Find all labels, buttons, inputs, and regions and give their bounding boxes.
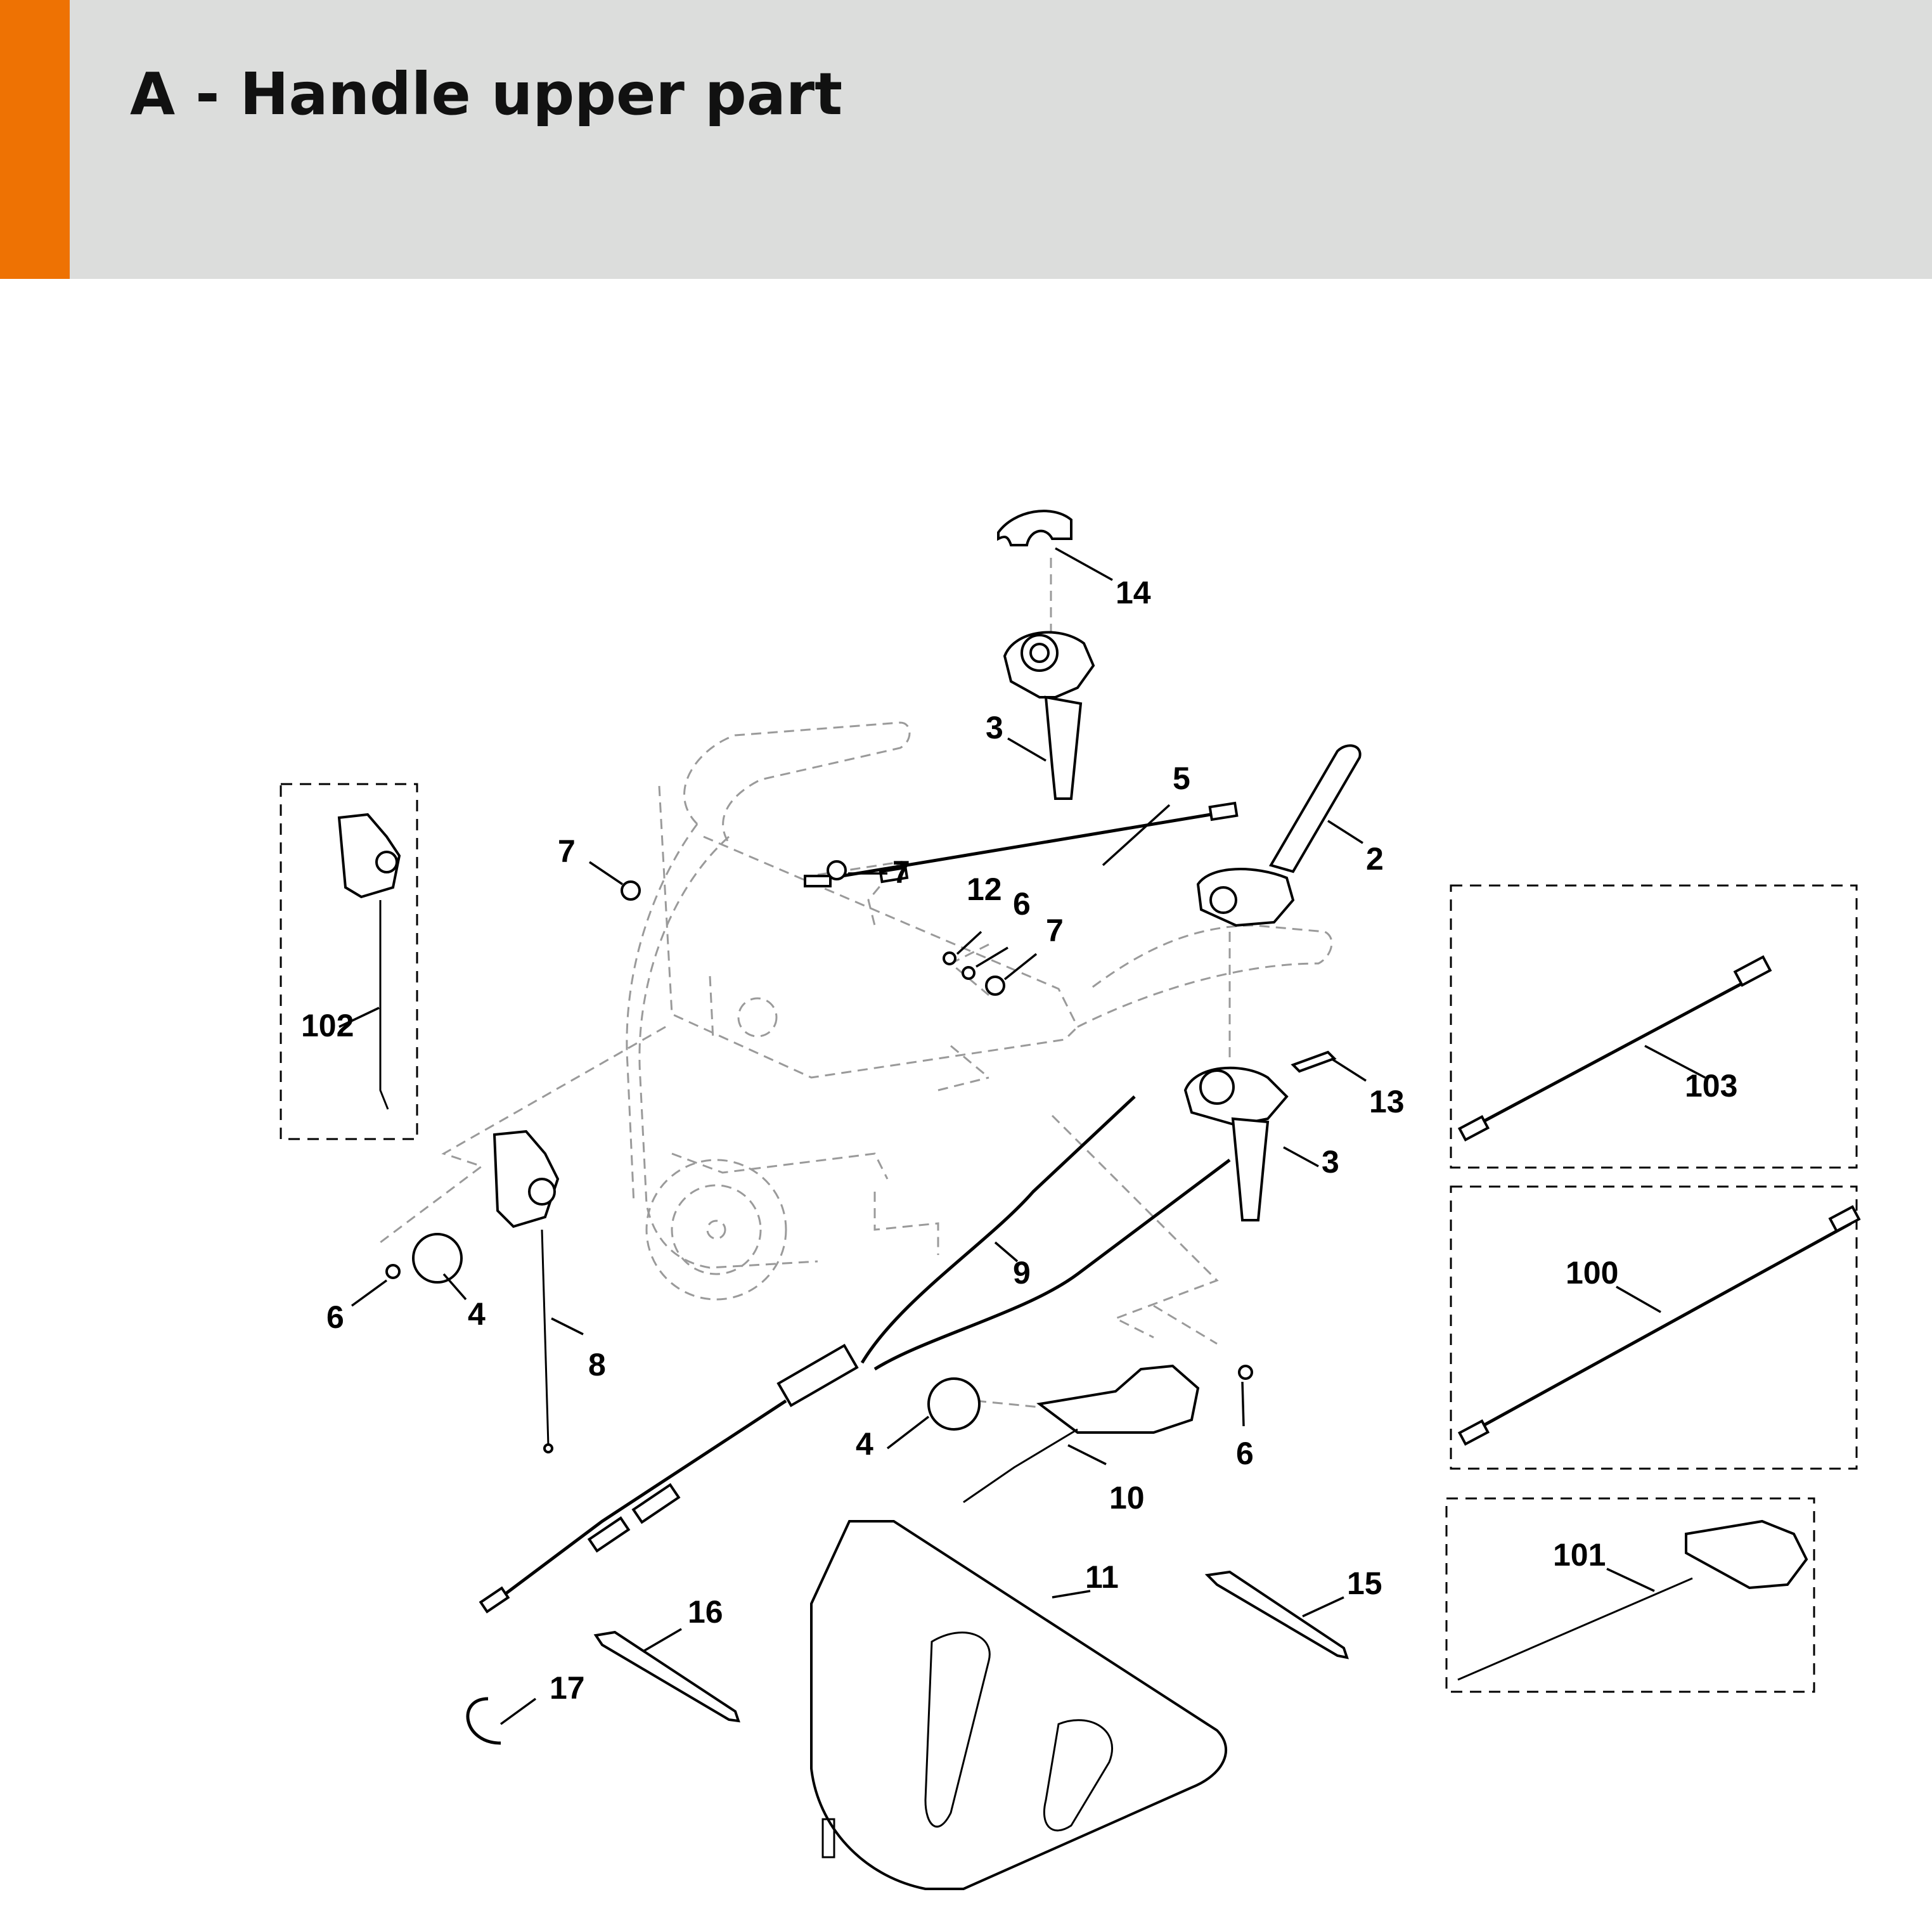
callout-103: 103 [1685, 1068, 1737, 1104]
callout-11: 11 [1085, 1559, 1119, 1595]
callout-2: 2 [1366, 841, 1384, 877]
callout-6-mid: 6 [1013, 886, 1031, 922]
part-102-lever-assembly [337, 813, 401, 1110]
part-13-clip [1291, 1050, 1337, 1073]
callout-10: 10 [1109, 1480, 1145, 1516]
callout-8: 8 [588, 1347, 606, 1382]
part-11-cover [810, 1520, 1228, 1890]
callout-7-mid: 7 [892, 854, 910, 890]
callout-3-top: 3 [986, 710, 1003, 745]
part-10-throttle-lever [927, 1364, 1253, 1504]
callout-15: 15 [1347, 1566, 1382, 1601]
header-bar: A - Handle upper part [0, 0, 1932, 279]
part-8-lever-assembly [493, 1130, 560, 1453]
callout-6-right: 6 [1236, 1436, 1254, 1471]
callout-17: 17 [550, 1670, 585, 1706]
callout-5: 5 [1173, 761, 1190, 796]
callout-9: 9 [1013, 1255, 1031, 1291]
callout-102: 102 [301, 1008, 354, 1043]
page-title: A - Handle upper part [130, 60, 843, 128]
part-9-twin-cable [479, 1095, 1231, 1614]
callout-4-mid: 4 [856, 1426, 873, 1462]
callout-16: 16 [688, 1594, 723, 1630]
callout-13: 13 [1369, 1084, 1405, 1119]
small-knobs [621, 860, 1005, 996]
part-15-strap [1204, 1570, 1349, 1659]
callout-6-left: 6 [326, 1299, 344, 1335]
callout-12: 12 [967, 872, 1002, 907]
callout-14: 14 [1116, 575, 1151, 610]
callout-4-left: 4 [468, 1296, 486, 1332]
callout-7-right: 7 [1046, 913, 1064, 948]
part-14-cap [997, 510, 1072, 546]
leader-lines [338, 547, 1706, 1725]
part-4-knob-left [385, 1233, 463, 1284]
box-102 [280, 783, 418, 1140]
box-101 [1445, 1497, 1815, 1693]
part-3-lever-right [1183, 1066, 1289, 1221]
callout-labels: 14 3 5 2 7 7 12 6 7 102 13 3 103 9 6 4 8… [301, 575, 1737, 1706]
callout-100: 100 [1566, 1255, 1618, 1291]
callout-101: 101 [1553, 1537, 1606, 1573]
part-103-cable [1457, 955, 1772, 1142]
part-100-cable [1457, 1205, 1861, 1446]
header-accent-stripe [0, 0, 70, 279]
assembly-guide-lines [380, 558, 1231, 1408]
part-3-lever-top [1003, 631, 1095, 800]
part-16-strap [593, 1630, 740, 1723]
box-100 [1450, 1185, 1858, 1470]
part-101-lever [1457, 1519, 1808, 1681]
callout-3-right: 3 [1322, 1144, 1339, 1180]
handle-frame-outline [626, 721, 1333, 1301]
box-103 [1450, 884, 1858, 1169]
part-17-ring [466, 1697, 501, 1745]
part-5-cable [804, 801, 1239, 887]
part-2-handle-lever [1196, 744, 1362, 927]
callout-7-left: 7 [558, 834, 576, 869]
